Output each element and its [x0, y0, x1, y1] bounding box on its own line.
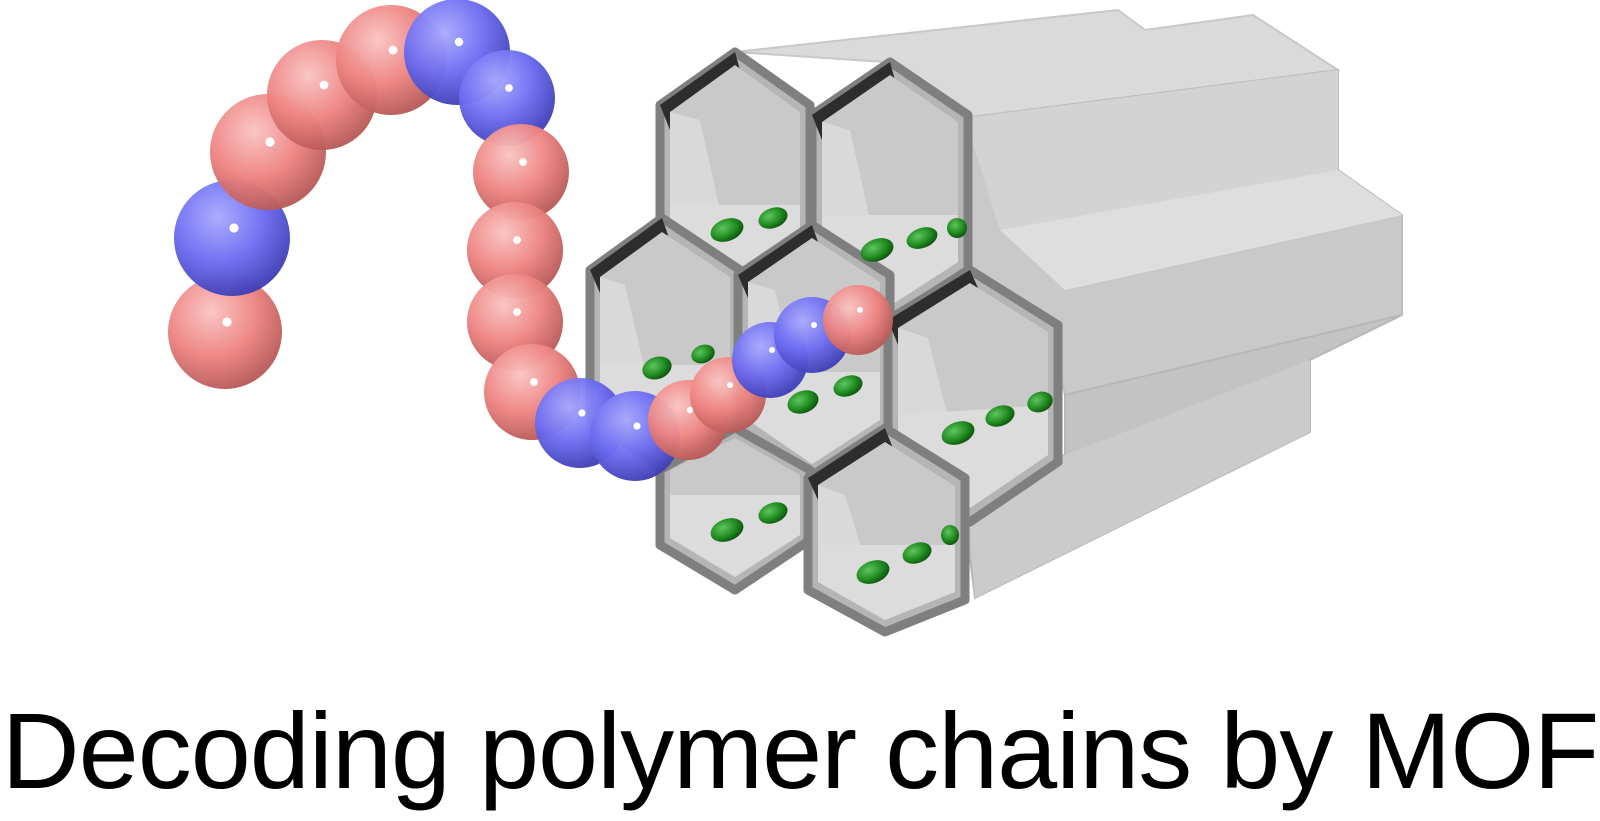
- pore-5: [883, 265, 1063, 527]
- bead-highlight: [686, 406, 694, 414]
- bead-highlight: [768, 346, 776, 354]
- binding-site: [856, 560, 890, 584]
- binding-site: [1027, 391, 1053, 413]
- framework-side-lower-shade: [968, 360, 1310, 598]
- binding-site: [758, 207, 788, 229]
- polymer-chain: [168, 0, 893, 481]
- bead-highlight: [726, 381, 734, 389]
- binding-site: [947, 218, 967, 238]
- bead-highlight: [388, 45, 398, 55]
- monomer-bead-a: [467, 202, 563, 298]
- binding-sites: [642, 207, 1053, 584]
- binding-site: [642, 356, 672, 380]
- bead-highlight: [513, 308, 521, 316]
- binding-site: [710, 218, 744, 242]
- binding-site: [710, 518, 744, 542]
- bead-highlight: [519, 158, 527, 166]
- bead-highlight: [229, 223, 239, 233]
- bead-highlight: [513, 236, 521, 244]
- binding-site: [902, 542, 932, 564]
- binding-site: [758, 502, 788, 524]
- binding-site: [941, 525, 959, 545]
- pore-7: [803, 423, 970, 637]
- bead-highlight: [633, 422, 641, 430]
- framework-side-middle-shade: [1000, 170, 1402, 290]
- binding-site: [906, 227, 938, 249]
- bead-highlight: [530, 378, 538, 386]
- framework-side-upper-shade: [965, 70, 1338, 230]
- binding-site: [787, 390, 819, 414]
- bead-highlight: [505, 84, 513, 92]
- monomer-bead-a: [823, 285, 893, 355]
- mof-framework: [585, 8, 1403, 637]
- bead-highlight: [810, 321, 818, 329]
- bead-highlight: [578, 409, 586, 417]
- binding-site: [860, 238, 894, 262]
- bead-highlight: [454, 37, 464, 47]
- bead-highlight: [857, 307, 863, 313]
- figure-caption: Decoding polymer chains by MOF: [1, 690, 1600, 811]
- bead-highlight: [265, 137, 275, 147]
- binding-site: [941, 421, 975, 445]
- monomer-bead-a: [473, 124, 569, 220]
- monomer-bead-a: [168, 275, 282, 389]
- monomer-bead-b: [459, 50, 555, 146]
- bead-highlight: [319, 80, 329, 90]
- binding-site: [985, 405, 1015, 427]
- binding-site: [691, 344, 715, 364]
- bead-highlight: [222, 317, 232, 327]
- binding-site: [833, 375, 863, 397]
- mof-polymer-illustration: [168, 0, 1403, 637]
